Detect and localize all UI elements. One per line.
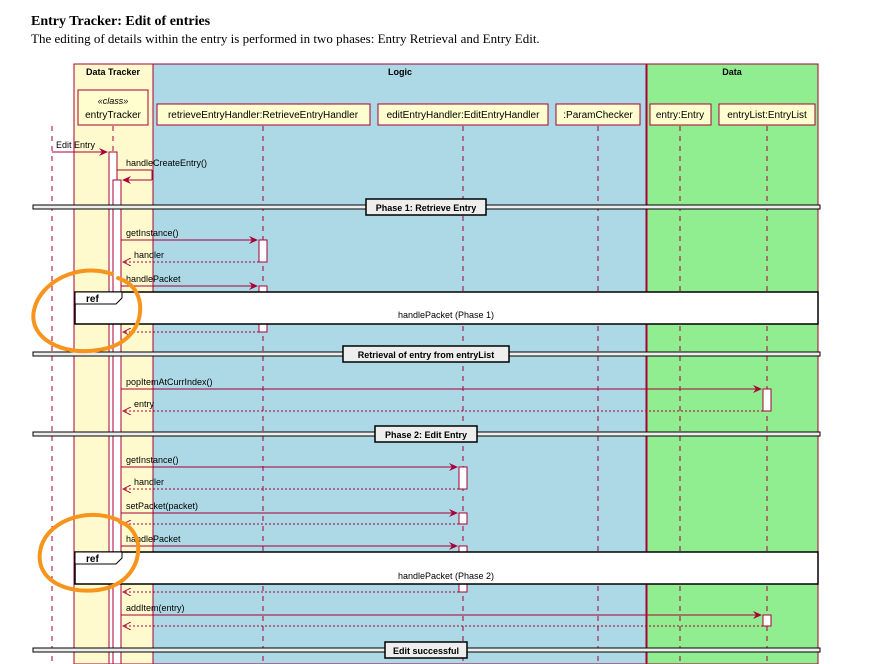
ref-frame-phase1: ref handlePacket (Phase 1) <box>74 291 819 325</box>
divider-label: Edit successful <box>393 646 459 656</box>
message-label: handlePacket <box>126 274 181 284</box>
participant-label: entry:Entry <box>656 110 704 121</box>
ref-label: handlePacket (Phase 2) <box>398 571 494 581</box>
message-handle-packet-1: handlePacket <box>121 274 258 290</box>
activation-edit-setpacket <box>458 512 468 525</box>
message-label: handler <box>134 477 164 487</box>
participant-label: :ParamChecker <box>563 110 633 121</box>
message-label: popItemAtCurrIndex() <box>126 377 213 387</box>
participant-entry: entry:Entry <box>649 103 712 126</box>
message-label: getInstance() <box>126 455 179 465</box>
participant-retrieve-handler: retrieveEntryHandler:RetrieveEntryHandle… <box>156 103 371 126</box>
divider-phase2: Phase 2: Edit Entry <box>32 425 821 443</box>
stereotype-label: «class» <box>98 96 129 106</box>
divider-label: Retrieval of entry from entryList <box>358 350 495 360</box>
message-handle-create-entry: handleCreateEntry() <box>117 158 207 184</box>
participant-param-checker: :ParamChecker <box>555 103 641 126</box>
message-label: setPacket(packet) <box>126 501 198 511</box>
activation-edit-getinstance <box>458 466 468 490</box>
box-logic-label: Logic <box>388 67 412 77</box>
page-subtitle: The editing of details within the entry … <box>31 31 540 46</box>
message-add-item: addItem(entry) <box>121 603 762 619</box>
divider-label: Phase 1: Retrieve Entry <box>376 203 477 213</box>
ref-tag: ref <box>86 554 99 565</box>
message-label: entry <box>134 399 155 409</box>
ref-tag: ref <box>86 294 99 305</box>
annotation-circle-ref-2 <box>37 512 141 593</box>
message-handler-return-1: handler <box>123 250 259 262</box>
participant-label: entryList:EntryList <box>727 110 807 121</box>
participant-entry-tracker: «class» entryTracker <box>77 89 149 126</box>
message-edit-entry: Edit Entry <box>52 140 108 156</box>
participant-label: entryTracker <box>85 110 141 121</box>
message-entry-return: entry <box>123 399 763 411</box>
message-label: handlePacket <box>126 534 181 544</box>
participant-label: editEntryHandler:EditEntryHandler <box>387 110 541 121</box>
divider-retrieval: Retrieval of entry from entryList <box>32 345 821 363</box>
message-label: getInstance() <box>126 228 179 238</box>
participant-label: retrieveEntryHandler:RetrieveEntryHandle… <box>168 110 359 121</box>
activation-entrylist-additem <box>762 614 772 627</box>
divider-phase1: Phase 1: Retrieve Entry <box>32 198 821 216</box>
message-label: Edit Entry <box>56 140 96 150</box>
message-label: addItem(entry) <box>126 603 185 613</box>
activation-entry-tracker-nested <box>112 179 122 664</box>
annotation-circle-ref-1 <box>31 268 143 354</box>
activation-entrylist-pop <box>762 388 772 412</box>
message-get-instance-2: getInstance() <box>121 455 458 471</box>
participant-edit-handler: editEntryHandler:EditEntryHandler <box>377 103 549 126</box>
activation-retrieve-getinstance <box>258 239 268 263</box>
box-data-tracker-label: Data Tracker <box>86 67 141 77</box>
divider-label: Phase 2: Edit Entry <box>385 430 467 440</box>
participant-entry-list: entryList:EntryList <box>718 103 816 126</box>
message-label: handler <box>134 250 164 260</box>
message-set-packet: setPacket(packet) <box>121 501 458 517</box>
ref-label: handlePacket (Phase 1) <box>398 310 494 320</box>
message-handler-return-2: handler <box>123 477 459 489</box>
page-title: Entry Tracker: Edit of entries <box>31 14 211 29</box>
message-label: handleCreateEntry() <box>126 158 207 168</box>
ref-frame-phase2: ref handlePacket (Phase 2) <box>74 551 819 585</box>
message-handle-packet-2: handlePacket <box>121 534 458 550</box>
message-get-instance-1: getInstance() <box>121 228 258 244</box>
message-pop-item: popItemAtCurrIndex() <box>121 377 762 393</box>
divider-success: Edit successful <box>32 641 821 659</box>
box-data-label: Data <box>722 67 743 77</box>
